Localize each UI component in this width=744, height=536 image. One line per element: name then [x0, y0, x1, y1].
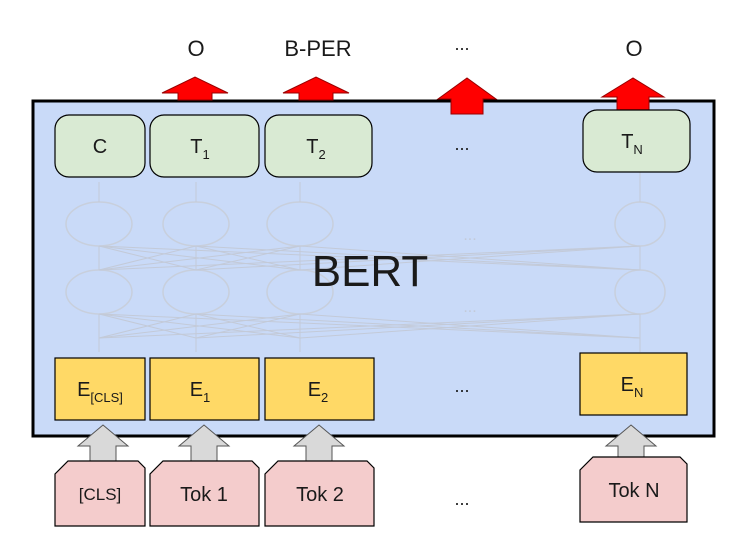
- box-subscript: 1: [202, 147, 209, 162]
- output-arrow: [161, 76, 229, 101]
- hidden-ellipsis: ...: [463, 227, 476, 244]
- bert-title: BERT: [312, 247, 429, 296]
- output-label: ...: [454, 34, 469, 54]
- output-arrow: [600, 77, 666, 111]
- hidden-connections-lower: [98, 313, 641, 339]
- svg-text:T2: T2: [306, 136, 325, 162]
- input-arrow: [76, 424, 130, 462]
- svg-text:E1: E1: [190, 379, 211, 405]
- box-label: E: [308, 379, 321, 401]
- box-subscript: 2: [321, 390, 328, 405]
- embedding-box-cls: E[CLS]: [54, 357, 146, 421]
- embedding-ellipsis: ...: [454, 376, 469, 396]
- embedding-box-e2: E2: [264, 357, 375, 421]
- embedding-box-en: EN: [579, 352, 688, 416]
- box-subscript: N: [634, 385, 643, 400]
- token-label: Tok 2: [296, 484, 344, 506]
- token-label: [CLS]: [79, 485, 122, 504]
- output-box-t1: T1: [149, 114, 260, 178]
- output-arrow: [436, 77, 498, 115]
- output-box-t2: T2: [264, 114, 373, 178]
- box-label: E: [621, 374, 634, 396]
- output-label: O: [625, 36, 642, 61]
- box-label: E: [190, 379, 203, 401]
- token-ellipsis: ...: [454, 489, 469, 509]
- svg-text:EN: EN: [621, 374, 644, 400]
- box-label: T: [306, 136, 318, 158]
- token-label: Tok 1: [180, 484, 228, 506]
- token-box-tokn: Tok N: [579, 456, 688, 523]
- hidden-vertical-links: [98, 172, 641, 352]
- hidden-connections-upper: [98, 245, 641, 271]
- svg-text:T1: T1: [190, 136, 209, 162]
- box-label: C: [93, 136, 107, 158]
- svg-text:TN: TN: [621, 131, 643, 157]
- input-arrow: [177, 424, 231, 462]
- output-label: O: [187, 36, 204, 61]
- box-label: E: [77, 379, 90, 401]
- svg-text:C: C: [93, 136, 107, 158]
- hidden-ellipsis: ...: [463, 299, 476, 316]
- token-box-tok2: Tok 2: [264, 460, 375, 527]
- output-ellipsis: ...: [454, 134, 469, 154]
- output-label: B-PER: [284, 36, 351, 61]
- output-box-tn: TN: [582, 109, 691, 173]
- box-subscript: [CLS]: [90, 390, 123, 405]
- token-box-cls: [CLS]: [54, 460, 146, 527]
- token-box-tok1: Tok 1: [149, 460, 260, 527]
- box-label: T: [621, 131, 633, 153]
- input-arrow: [292, 424, 346, 462]
- output-box-c: C: [54, 114, 146, 178]
- embedding-box-e1: E1: [149, 357, 260, 421]
- box-subscript: 2: [318, 147, 325, 162]
- token-label: Tok N: [608, 480, 659, 502]
- svg-text:E2: E2: [308, 379, 329, 405]
- box-subscript: 1: [203, 390, 210, 405]
- box-subscript: N: [633, 142, 642, 157]
- svg-text:E[CLS]: E[CLS]: [77, 379, 123, 405]
- output-arrow: [282, 76, 350, 101]
- box-label: T: [190, 136, 202, 158]
- hidden-layers: ... ...: [65, 172, 666, 352]
